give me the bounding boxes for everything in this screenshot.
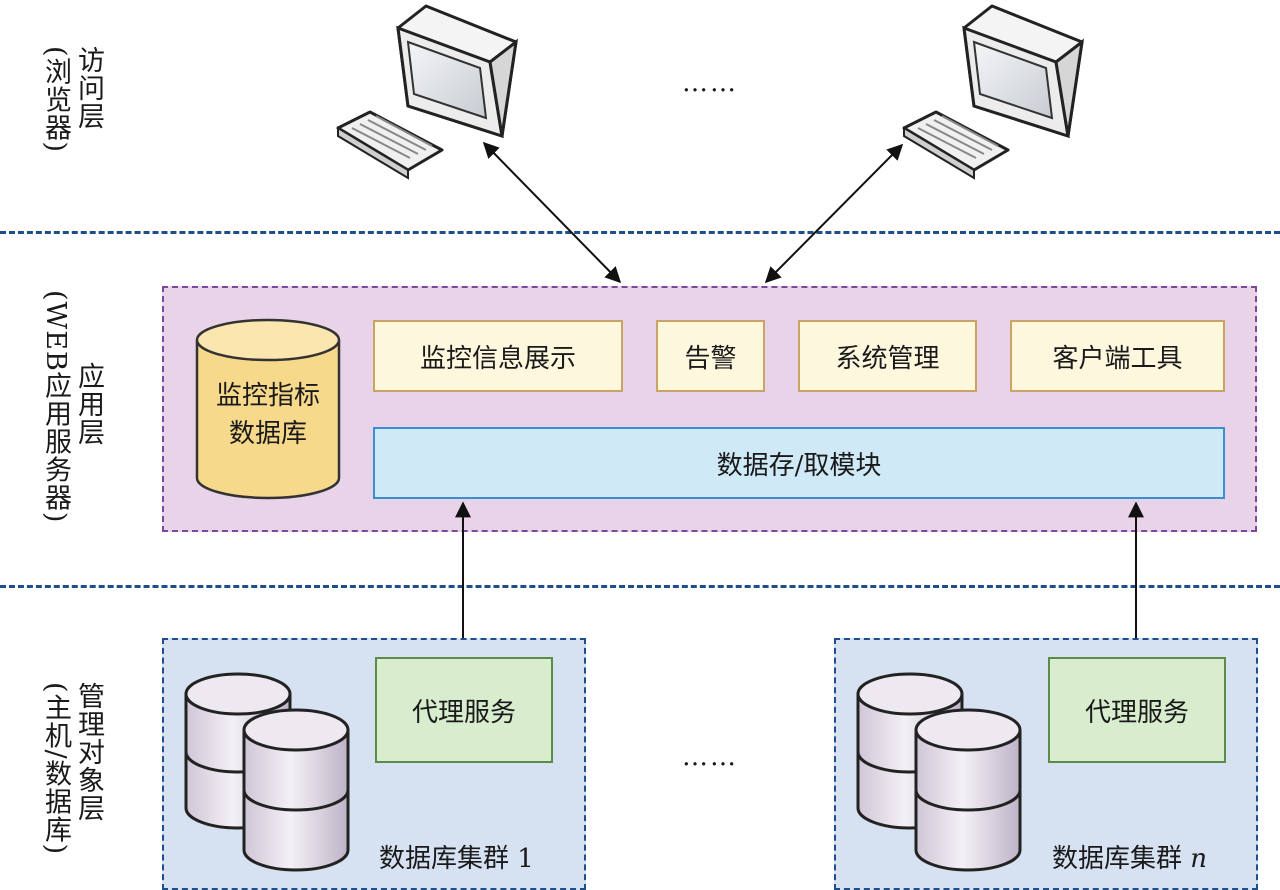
computer-icon [396, 4, 519, 139]
app-layer-label: 应用层 (WEB应用服务器) [40, 290, 104, 523]
metrics-db-label: 监控指标 数据库 [197, 377, 339, 453]
divider-top [0, 231, 1280, 234]
cluster-n-label: 数据库集群 n [1052, 844, 1208, 874]
managed-layer-subtitle: (主机/数据库) [40, 682, 71, 856]
computer-icon [962, 4, 1085, 139]
module-system-management: 系统管理 [798, 320, 977, 392]
database-stack-icon [856, 672, 1022, 872]
data-access-module: 数据存/取模块 [373, 427, 1225, 499]
module-alarm: 告警 [656, 320, 765, 392]
module-client-tools: 客户端工具 [1010, 320, 1225, 392]
access-layer-label: 访问层 (浏览器) [40, 46, 104, 153]
clients-ellipsis: …… [682, 68, 738, 98]
keyboard-icon [902, 110, 1010, 180]
access-layer-title: 访问层 [73, 46, 104, 130]
keyboard-icon [336, 110, 444, 180]
arrow-client2-app [764, 143, 904, 284]
database-cylinder-icon [195, 318, 341, 500]
app-layer-title: 应用层 [73, 362, 104, 446]
clusters-ellipsis: …… [682, 742, 738, 772]
module-monitor-display: 监控信息展示 [373, 320, 623, 392]
agent-service-1: 代理服务 [375, 657, 553, 763]
cluster-1-label: 数据库集群 1 [379, 844, 534, 874]
app-layer-subtitle: (WEB应用服务器) [40, 290, 71, 524]
metrics-db-label-line1: 监控指标 [215, 381, 320, 411]
managed-layer-title: 管理对象层 [73, 682, 104, 822]
access-layer-subtitle: (浏览器) [40, 46, 71, 154]
database-stack-icon [184, 672, 350, 872]
agent-service-n: 代理服务 [1048, 657, 1226, 763]
metrics-db-label-line2: 数据库 [228, 419, 307, 449]
managed-layer-label: 管理对象层 (主机/数据库) [40, 682, 104, 855]
arrow-client1-app [482, 141, 622, 284]
divider-bottom [0, 585, 1280, 588]
